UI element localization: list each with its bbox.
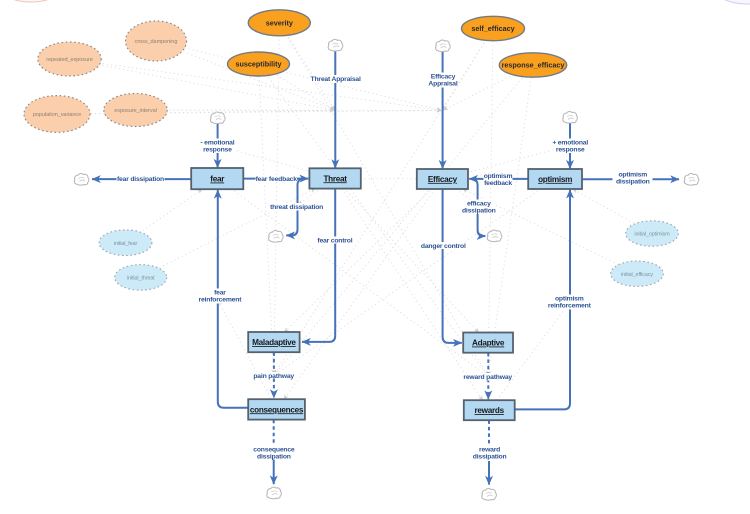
svg-text:optimism: optimism (618, 172, 647, 179)
svg-text:Efficacy: Efficacy (428, 175, 458, 184)
svg-text:Efficacy: Efficacy (431, 74, 456, 81)
svg-text:optimism: optimism (555, 296, 584, 303)
svg-text:Maladaptive: Maladaptive (252, 338, 296, 347)
svg-text:fear: fear (210, 175, 225, 184)
svg-text:self_efficacy: self_efficacy (471, 24, 514, 33)
svg-text:Adaptive: Adaptive (472, 339, 505, 348)
svg-text:optimism: optimism (538, 175, 572, 184)
svg-text:dissipation: dissipation (473, 454, 507, 461)
svg-text:reward: reward (479, 447, 500, 454)
svg-text:consequences: consequences (250, 405, 304, 414)
svg-text:optimism: optimism (484, 173, 513, 180)
svg-text:Threat Appraisal: Threat Appraisal (311, 76, 361, 83)
svg-text:repeated_exposure: repeated_exposure (46, 57, 93, 63)
svg-text:feedback: feedback (484, 180, 512, 187)
svg-text:fear control: fear control (317, 238, 352, 245)
svg-text:dissipation: dissipation (616, 179, 650, 186)
svg-text:rewards: rewards (475, 406, 505, 415)
svg-text:dissipation: dissipation (257, 454, 291, 461)
svg-text:reward pathway: reward pathway (463, 374, 512, 381)
svg-text:initial_efficacy: initial_efficacy (621, 272, 653, 278)
svg-text:dissipation: dissipation (462, 208, 496, 215)
svg-text:Threat: Threat (323, 174, 347, 183)
svg-text:response_efficacy: response_efficacy (502, 61, 565, 70)
svg-text:- emotional: - emotional (200, 140, 234, 147)
svg-text:efficacy: efficacy (467, 201, 491, 208)
svg-text:severity: severity (266, 18, 293, 27)
svg-text:initial_threat: initial_threat (127, 276, 155, 282)
svg-text:susceptibility: susceptibility (236, 60, 282, 69)
svg-text:Appraisal: Appraisal (428, 81, 457, 88)
svg-text:reinforcement: reinforcement (548, 303, 592, 310)
svg-text:fear: fear (214, 290, 226, 297)
svg-text:fear dissipation: fear dissipation (117, 176, 164, 183)
svg-text:danger control: danger control (421, 243, 466, 250)
svg-text:exposure_interval: exposure_interval (114, 108, 156, 114)
svg-text:initial_optimism: initial_optimism (634, 232, 670, 238)
svg-text:population_variance: population_variance (33, 112, 81, 118)
svg-text:+ emotional: + emotional (552, 140, 588, 147)
svg-text:reinforcement: reinforcement (199, 297, 243, 304)
svg-text:response: response (203, 147, 232, 154)
svg-text:threat dissipation: threat dissipation (270, 204, 323, 211)
svg-text:response: response (556, 147, 585, 154)
svg-text:fear feedback: fear feedback (256, 176, 298, 183)
svg-text:cross_dampening: cross_dampening (135, 39, 178, 45)
svg-text:consequence: consequence (253, 447, 295, 454)
svg-text:pain pathway: pain pathway (253, 373, 294, 380)
svg-text:initial_fear: initial_fear (114, 241, 138, 247)
